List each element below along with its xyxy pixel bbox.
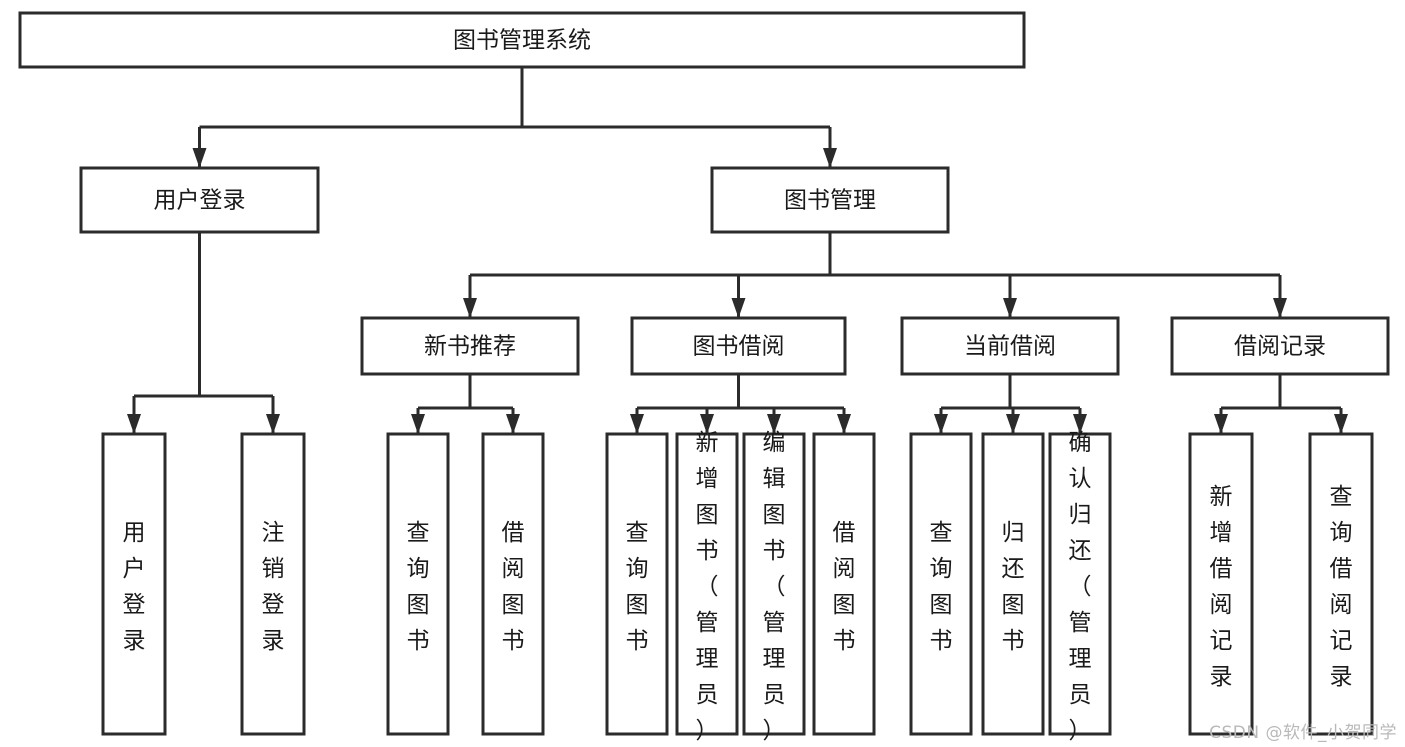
node-leaf-confirm-return[interactable]: 确认归还（管理员）	[1048, 430, 1112, 744]
arrow-head-icon	[934, 414, 948, 434]
node-box	[1048, 432, 1112, 736]
arrow-head-icon	[127, 414, 141, 434]
node-label: 编辑图书（管理员）	[763, 430, 786, 744]
arrow-head-icon	[1073, 414, 1087, 434]
node-label: 借阅图书	[833, 520, 856, 654]
node-book-management[interactable]: 图书管理	[710, 166, 950, 234]
node-label: 图书管理	[784, 188, 876, 214]
arrow-head-icon	[767, 414, 781, 434]
arrow-head-icon	[837, 414, 851, 434]
node-box	[360, 316, 580, 376]
node-box	[605, 432, 669, 736]
node-box	[386, 432, 450, 736]
node-box	[742, 432, 806, 736]
node-leaf-return-book[interactable]: 归还图书	[981, 432, 1045, 736]
arrow-head-icon	[1334, 414, 1348, 434]
node-label: 查询图书	[930, 520, 953, 654]
node-leaf-borrow-book[interactable]: 借阅图书	[812, 432, 876, 736]
node-root-root[interactable]: 图书管理系统	[18, 11, 1026, 69]
node-label: 图书管理系统	[453, 28, 591, 54]
node-leaf-query-borrow-record[interactable]: 查询借阅记录	[1308, 432, 1374, 736]
node-label: 新书推荐	[424, 334, 516, 360]
node-box	[1188, 432, 1254, 736]
arrow-head-icon	[411, 414, 425, 434]
node-label: 用户登录	[154, 188, 246, 214]
arrow-head-icon	[506, 414, 520, 434]
arrow-head-icon	[266, 414, 280, 434]
csdn-watermark: CSDN @软件_小贺同学	[1209, 723, 1397, 743]
node-borrow-record[interactable]: 借阅记录	[1170, 316, 1390, 376]
node-box	[900, 316, 1120, 376]
node-label: 归还图书	[1002, 520, 1025, 654]
node-label: 查询借阅记录	[1330, 484, 1353, 690]
node-box	[1308, 432, 1374, 736]
node-label: 注销登录	[262, 520, 285, 654]
arrow-head-icon	[1003, 298, 1017, 318]
node-box	[710, 166, 950, 234]
node-box	[630, 316, 847, 376]
arrow-head-icon	[463, 298, 477, 318]
node-label: 借阅图书	[502, 520, 525, 654]
node-leaf-add-book[interactable]: 新增图书（管理员）	[675, 430, 739, 744]
node-label: 确认归还（管理员）	[1069, 430, 1092, 744]
connectors-layer	[127, 67, 1348, 434]
node-book-borrow[interactable]: 图书借阅	[630, 316, 847, 376]
node-box	[909, 432, 973, 736]
node-label: 图书借阅	[693, 334, 785, 360]
node-label: 新增借阅记录	[1210, 484, 1233, 690]
arrow-head-icon	[192, 148, 207, 168]
node-box	[240, 432, 306, 736]
node-box	[18, 11, 1026, 69]
node-box	[1170, 316, 1390, 376]
node-new-book-recommend[interactable]: 新书推荐	[360, 316, 580, 376]
node-label: 借阅记录	[1234, 334, 1326, 360]
arrow-head-icon	[731, 298, 746, 318]
arrow-head-icon	[1006, 414, 1020, 434]
node-box	[675, 432, 739, 736]
node-user-login[interactable]: 用户登录	[79, 166, 320, 234]
node-label: 查询图书	[407, 520, 430, 654]
node-label: 查询图书	[626, 520, 649, 654]
node-leaf-borrow-book-recommend[interactable]: 借阅图书	[481, 432, 545, 736]
node-leaf-query-book-recommend[interactable]: 查询图书	[386, 432, 450, 736]
nodes-layer: 图书管理系统用户登录图书管理新书推荐图书借阅当前借阅借阅记录用户登录注销登录查询…	[18, 11, 1390, 744]
node-label: 用户登录	[123, 520, 146, 654]
node-leaf-logout[interactable]: 注销登录	[240, 432, 306, 736]
node-box	[79, 166, 320, 234]
arrow-head-icon	[700, 414, 714, 434]
node-leaf-user-login[interactable]: 用户登录	[101, 432, 167, 736]
node-current-borrow[interactable]: 当前借阅	[900, 316, 1120, 376]
node-box	[812, 432, 876, 736]
node-leaf-add-borrow-record[interactable]: 新增借阅记录	[1188, 432, 1254, 736]
arrow-head-icon	[1214, 414, 1228, 434]
node-label: 新增图书（管理员）	[696, 430, 719, 744]
node-leaf-query-book-borrow[interactable]: 查询图书	[605, 432, 669, 736]
node-leaf-query-book-current[interactable]: 查询图书	[909, 432, 973, 736]
node-box	[101, 432, 167, 736]
node-box	[481, 432, 545, 736]
node-box	[981, 432, 1045, 736]
node-leaf-edit-book[interactable]: 编辑图书（管理员）	[742, 430, 806, 744]
arrow-head-icon	[630, 414, 644, 434]
arrow-head-icon	[823, 148, 837, 168]
node-label: 当前借阅	[964, 334, 1056, 360]
arrow-head-icon	[1273, 298, 1287, 318]
